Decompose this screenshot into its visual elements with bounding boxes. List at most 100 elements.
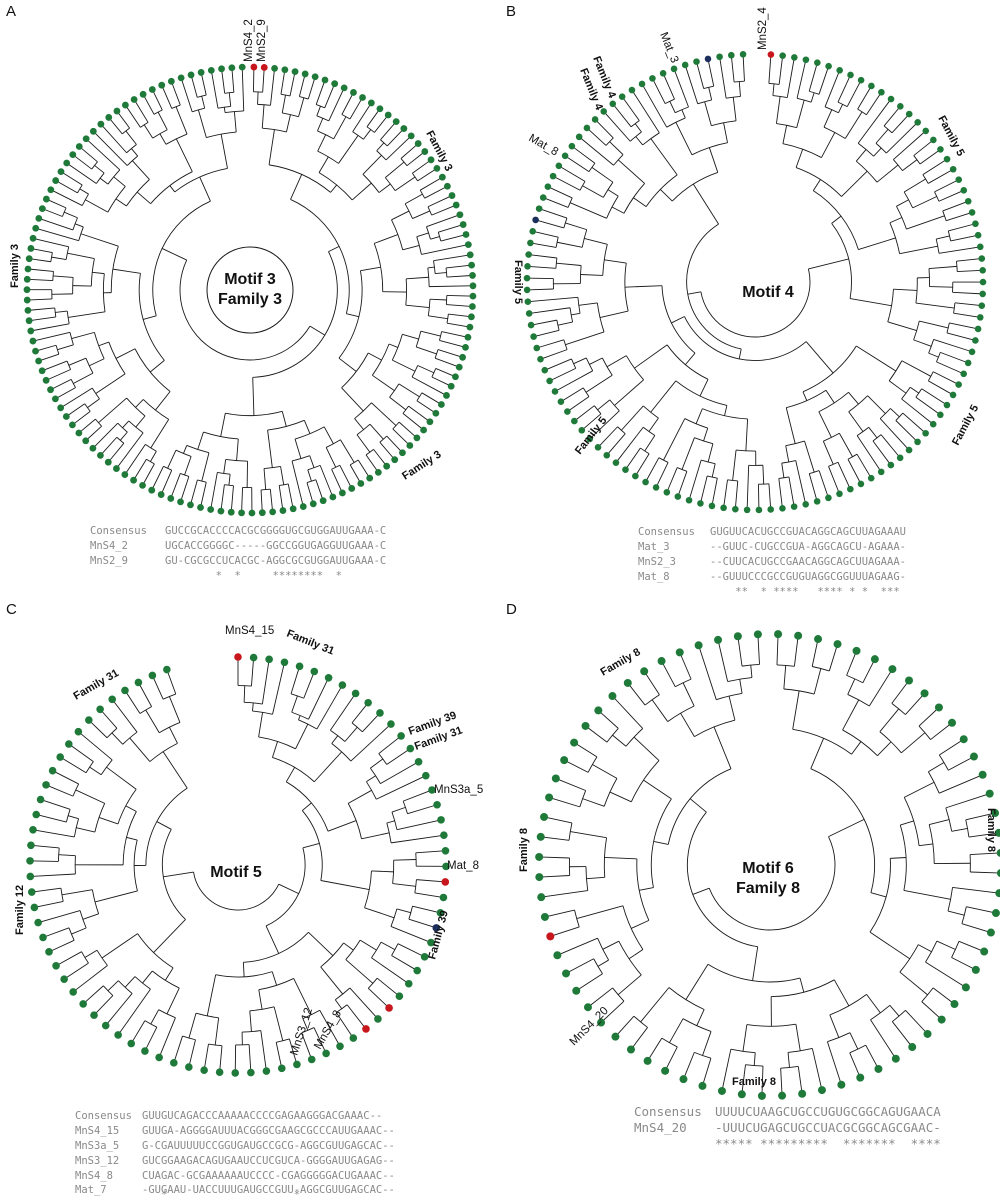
tree-branch: [785, 407, 796, 444]
leaf-node: [319, 497, 327, 505]
tree-branch: [530, 296, 578, 302]
tree-branch: [826, 1041, 841, 1082]
tree-branch: [793, 638, 799, 667]
tree-arc: [146, 458, 155, 465]
tree-branch: [144, 96, 155, 115]
tree-branch: [680, 712, 695, 737]
tree-branch: [704, 101, 712, 126]
tree-branch: [929, 819, 950, 826]
tree-arc: [928, 268, 930, 287]
tree-arc: [703, 85, 714, 89]
tree-branch: [656, 462, 669, 485]
tree-arc: [818, 391, 849, 413]
tree-branch: [682, 682, 695, 707]
tree-branch: [547, 909, 575, 917]
tree-branch: [53, 378, 72, 389]
leaf-node: [626, 1045, 635, 1054]
tree-branch: [427, 196, 450, 208]
tree-branch: [634, 344, 668, 369]
tree-arc: [734, 80, 745, 83]
leaf-node: [433, 164, 441, 172]
tree-branch: [396, 820, 439, 831]
tree-branch: [417, 365, 435, 374]
leaf-node: [42, 195, 50, 203]
leaf-node: [618, 93, 626, 100]
leaf-node: [436, 909, 445, 917]
tree-branch: [718, 642, 729, 682]
leaf-node: [674, 493, 682, 500]
tree-branch: [380, 762, 417, 784]
tree-arc: [901, 386, 911, 400]
tree-branch: [795, 1024, 801, 1051]
tree-branch: [360, 266, 381, 272]
tree-branch: [329, 695, 355, 731]
leaf-node: [79, 1000, 87, 1008]
leaf-node: [130, 96, 138, 103]
leaf-node: [922, 127, 930, 135]
leaf-node: [905, 676, 914, 685]
tree-branch: [429, 285, 470, 288]
tree-arc: [702, 408, 748, 420]
leaf-node: [790, 503, 798, 510]
leaf-node: [163, 665, 171, 674]
tree-branch: [396, 908, 411, 914]
tree-branch: [633, 92, 660, 134]
tree-branch: [290, 174, 303, 200]
leaf-node: [657, 657, 666, 666]
tree-branch: [645, 673, 660, 696]
tree-branch: [530, 266, 556, 269]
tree-branch: [201, 75, 207, 96]
leaf-node: [42, 781, 50, 789]
tree-branch: [681, 109, 686, 119]
tree-branch: [887, 321, 917, 331]
tree-branch: [685, 963, 709, 1000]
tree-branch: [746, 465, 750, 507]
tree-arc: [165, 133, 188, 145]
tree-branch: [566, 761, 589, 773]
tree-branch: [102, 436, 118, 454]
tree-branch: [385, 137, 410, 161]
tree-branch: [970, 852, 998, 855]
tree-branch: [64, 211, 78, 219]
alignment-name: MnS3a_5: [75, 1140, 119, 1152]
leaf-node: [814, 59, 821, 66]
leaf-node: [570, 738, 579, 747]
tree-branch: [142, 970, 153, 984]
tree-branch: [95, 995, 114, 1014]
tree-arc: [782, 143, 822, 158]
tree-branch: [63, 172, 83, 186]
leaf-node: [874, 1064, 883, 1073]
leaf-node: [720, 504, 727, 512]
tree-arc: [54, 307, 57, 318]
leaf-node: [27, 245, 35, 252]
tree-branch: [542, 856, 570, 859]
tree-branch: [663, 418, 686, 461]
leaf-node: [426, 418, 434, 426]
leaf-node: [336, 1042, 344, 1051]
tree-branch: [231, 70, 235, 93]
tree-arc: [81, 951, 89, 964]
leaf-node: [537, 355, 544, 363]
tree-branch: [954, 302, 979, 306]
alignment-seq: UGCACCGGGGC-----GGCCGGUGAGGUUGAAA-C: [165, 540, 386, 552]
family-label-c-2: Family 31: [285, 628, 336, 658]
leaf-label-mns2-4: MnS2_4: [757, 7, 769, 50]
leaf-node: [976, 314, 984, 321]
tree-branch: [252, 377, 255, 416]
leaf-node: [697, 500, 704, 507]
tree-arc: [913, 320, 920, 341]
tree-branch: [586, 876, 605, 880]
tree-branch: [270, 71, 275, 106]
tree-branch: [58, 181, 78, 194]
tree-branch: [912, 196, 937, 209]
tree-branch: [557, 321, 573, 326]
leaf-node: [441, 846, 450, 855]
tree-branch: [648, 417, 659, 432]
tree-arc: [107, 169, 121, 185]
tree-arc: [52, 271, 54, 281]
leaf-node: [908, 1043, 917, 1052]
leaf-node: [35, 357, 43, 365]
leaf-node: [348, 485, 356, 492]
leaf-node: [985, 789, 994, 798]
